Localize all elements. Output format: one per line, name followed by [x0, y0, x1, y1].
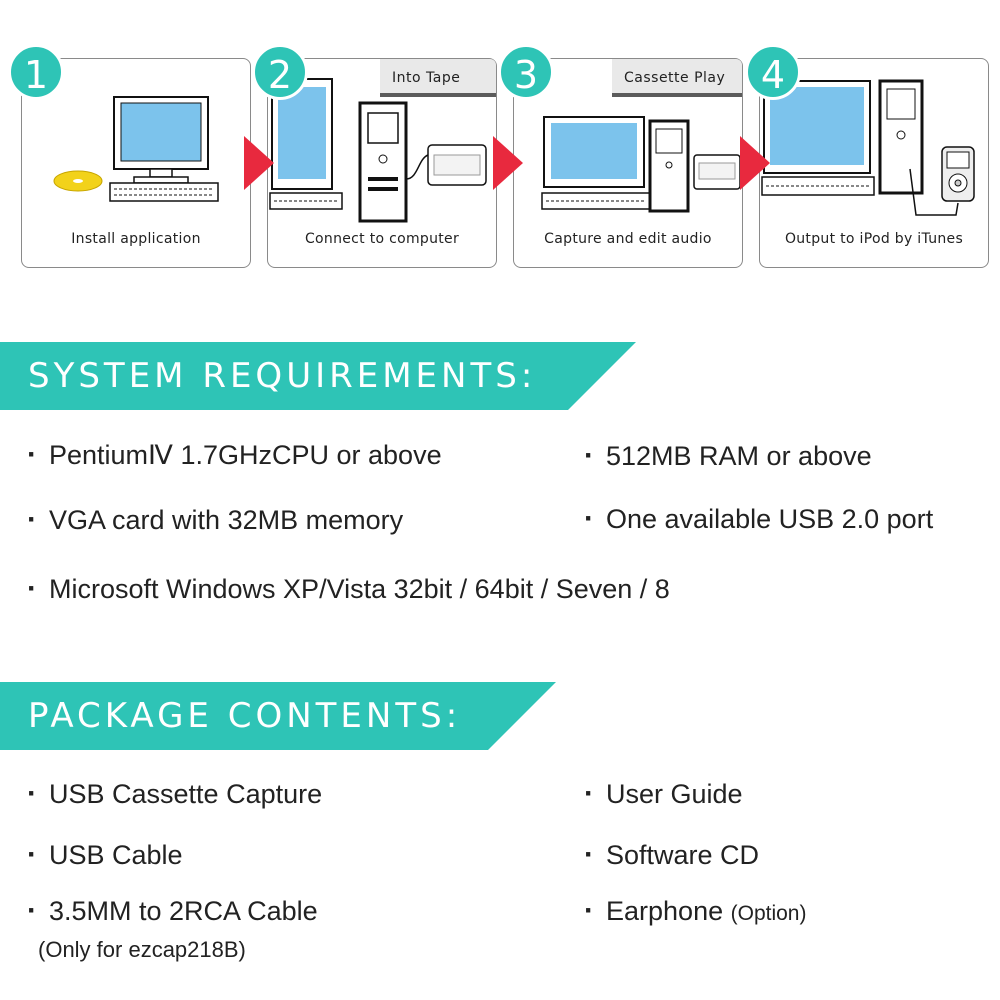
- step-tag: Into Tape: [380, 59, 496, 97]
- requirement-item: VGA card with 32MB memory: [27, 503, 403, 537]
- keyboard-icon: [541, 192, 651, 210]
- cassette-player-icon: [427, 144, 487, 186]
- keyboard-icon: [761, 176, 875, 196]
- monitor-icon: [113, 96, 209, 184]
- option-note: (Option): [730, 902, 807, 925]
- requirement-item: One available USB 2.0 port: [584, 502, 933, 536]
- step-arrow-icon: [493, 136, 523, 190]
- package-item-earphone: Earphone (Option): [584, 894, 807, 928]
- step-card-3: Cassette Play Capture and edit audio: [513, 58, 743, 268]
- requirement-item: Microsoft Windows XP/Vista 32bit / 64bit…: [27, 572, 670, 606]
- package-item: USB Cable: [27, 838, 183, 872]
- section-title: PACKAGE CONTENTS:: [28, 696, 462, 736]
- keyboard-icon: [269, 192, 343, 210]
- step-caption: Connect to computer: [304, 231, 460, 247]
- requirement-item: PentiumⅣ 1.7GHzCPU or above: [27, 438, 442, 472]
- capture-illustration: [541, 116, 741, 213]
- ipod-icon: [941, 146, 975, 202]
- requirement-item: 512MB RAM or above: [584, 439, 872, 473]
- monitor-icon: [763, 80, 871, 174]
- step-card-4: Output to iPod by iTunes: [759, 58, 989, 268]
- step-tag: Cassette Play: [612, 59, 742, 97]
- step-caption: Capture and edit audio: [544, 231, 712, 247]
- package-item: Software CD: [584, 838, 759, 872]
- keyboard-icon: [109, 182, 219, 202]
- step-number-badge: 1: [8, 44, 64, 100]
- tower-pc-icon: [648, 119, 690, 213]
- output-illustration: [761, 79, 975, 216]
- step-number-badge: 2: [252, 44, 308, 100]
- tower-pc-icon: [358, 101, 408, 223]
- step-number-badge: 3: [498, 44, 554, 100]
- step-arrow-icon: [244, 136, 274, 190]
- cd-icon: [53, 170, 103, 192]
- system-requirements-banner: SYSTEM REQUIREMENTS:: [0, 342, 640, 410]
- install-illustration: [53, 96, 219, 202]
- tower-pc-icon: [878, 79, 924, 195]
- cable-note: (Only for ezcap218B): [38, 937, 246, 962]
- cassette-player-icon: [693, 154, 741, 190]
- step-card-2: Into Tape Connect to com: [267, 58, 497, 268]
- step-card-1: Install application: [21, 58, 251, 268]
- step-caption: Output to iPod by iTunes: [784, 231, 964, 247]
- package-item-label: Earphone: [606, 896, 724, 926]
- package-item: USB Cassette Capture: [27, 777, 322, 811]
- package-item: User Guide: [584, 777, 742, 811]
- step-arrow-icon: [740, 136, 770, 190]
- step-caption: Install application: [71, 231, 201, 247]
- step-number-badge: 4: [745, 44, 801, 100]
- monitor-icon: [543, 116, 645, 188]
- package-contents-banner: PACKAGE CONTENTS:: [0, 682, 560, 750]
- section-title: SYSTEM REQUIREMENTS:: [28, 356, 537, 396]
- package-item: 3.5MM to 2RCA Cable: [27, 894, 318, 928]
